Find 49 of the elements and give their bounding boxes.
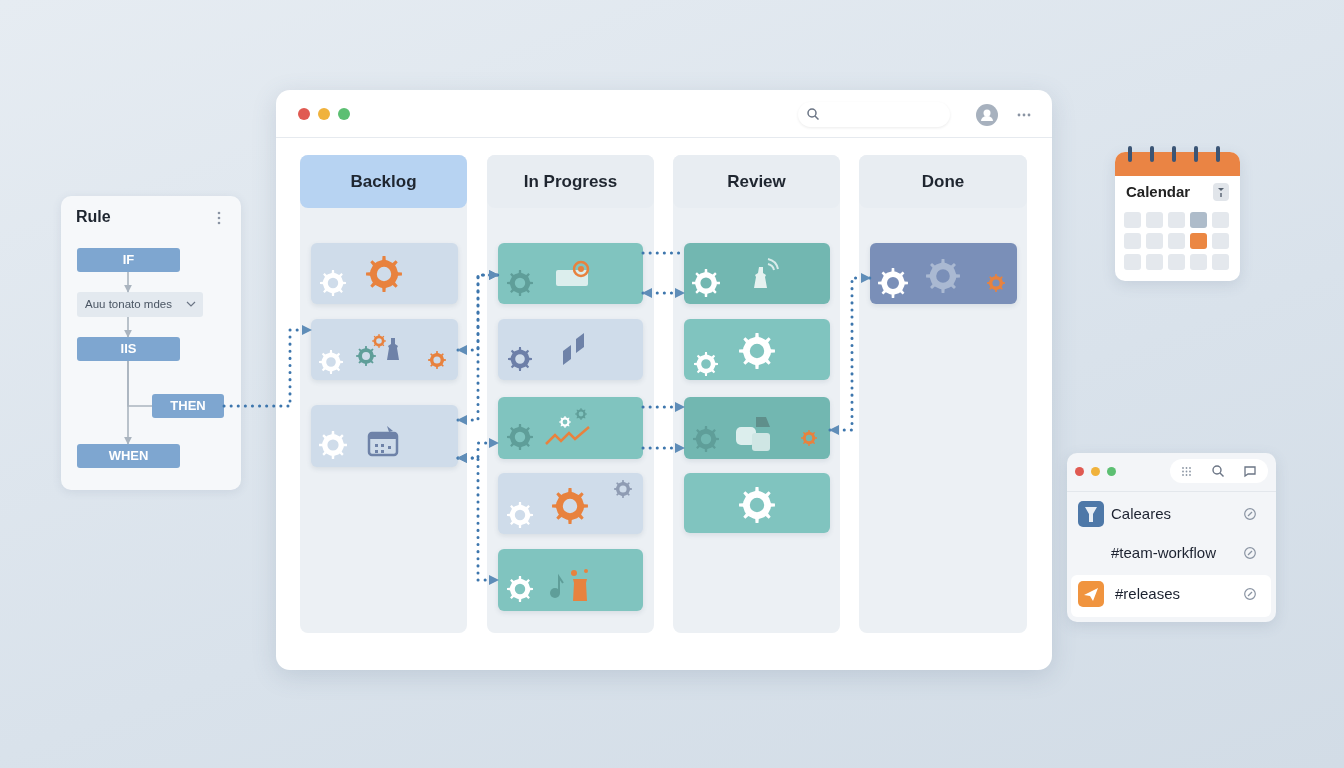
channel-row [1071, 575, 1271, 617]
task-card [684, 243, 830, 304]
step-label: IIS [119, 341, 138, 356]
dotted-connector [222, 325, 313, 408]
task-card [498, 319, 643, 380]
step-label: THEN [169, 398, 207, 413]
channel-name: #releases [1115, 585, 1181, 602]
rule-step-box [152, 394, 224, 418]
rule-step-box [77, 337, 180, 361]
task-card [498, 397, 643, 459]
dotted-connector [456, 453, 500, 585]
column-header: Backlog [300, 155, 467, 208]
column-header: Review [673, 155, 840, 208]
rule-step-box [77, 248, 180, 272]
dotted-connector [456, 270, 500, 425]
board-column [673, 155, 840, 633]
task-card [498, 243, 643, 304]
arrow [124, 316, 132, 338]
dotted-connector [828, 273, 872, 435]
arrow [124, 271, 132, 293]
chat-window [1067, 453, 1276, 622]
task-card [684, 397, 830, 459]
dotted-connector [641, 288, 686, 298]
dotted-connector [641, 443, 686, 453]
board-column [487, 155, 654, 633]
dropdown-field [77, 292, 203, 317]
task-card [311, 319, 458, 380]
board-window [276, 90, 1052, 670]
rule-step-box [77, 444, 180, 468]
panel-title: Rule [76, 208, 111, 226]
column-header: In Progress [487, 155, 654, 208]
step-label: WHEN [107, 448, 150, 463]
channel-name: #team-workflow [1111, 544, 1217, 561]
step-label: IF [121, 252, 136, 267]
task-card [498, 549, 643, 611]
task-card [684, 319, 830, 380]
task-card [311, 405, 458, 467]
board-column [300, 155, 467, 633]
channel-name: Caleares [1111, 505, 1172, 522]
task-card [498, 473, 643, 534]
column-header: Done [859, 155, 1027, 208]
task-card [311, 243, 458, 304]
rule-panel [61, 196, 241, 490]
task-card [684, 473, 830, 533]
task-card [870, 243, 1017, 304]
dotted-connector [641, 402, 686, 412]
widget-title: Calendar [1126, 183, 1191, 200]
board-column [859, 155, 1027, 633]
dropdown-value: Auu tonato mdes [85, 298, 172, 310]
